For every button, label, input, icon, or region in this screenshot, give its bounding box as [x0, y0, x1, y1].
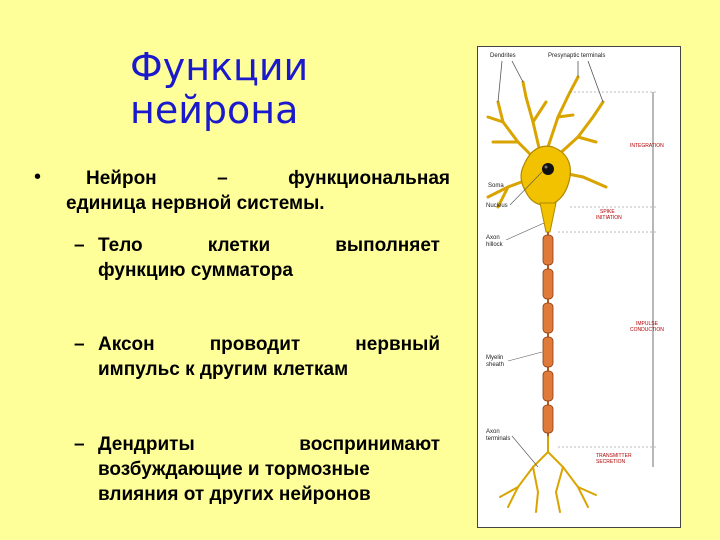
label-dendrites: Dendrites [490, 53, 516, 59]
sub1-line-1: Тело клетки выполняет [98, 235, 440, 256]
sub-dash-2: – [74, 334, 85, 355]
presynaptic-lines [497, 60, 604, 103]
main-line-2: единица нервной системы. [66, 193, 325, 214]
neuron-illustration: Dendrites Presynaptic terminals [486, 53, 664, 513]
axon-terminals-shape [499, 436, 597, 513]
soma-shape [520, 145, 571, 206]
label-axon-terminals-1: Axon [486, 429, 500, 435]
sub-bullet-2: Аксон проводит нервный импульс к другим … [98, 332, 440, 382]
label-transmitter-1: TRANSMITTER [596, 453, 632, 459]
label-nucleus: Nucleus [486, 203, 508, 209]
label-impulse-2: CONDUCTION [630, 327, 664, 333]
title-line-2: нейрона [130, 88, 299, 132]
label-transmitter-2: SECRETION [596, 459, 626, 465]
bullet-marker: • [34, 166, 42, 188]
label-myelin-2: sheath [486, 362, 504, 368]
label-spike-1: SPIKE [600, 209, 615, 215]
sub2-line-2: импульс к другим клеткам [98, 359, 349, 380]
label-axon-hillock-1: Axon [486, 235, 500, 241]
label-axon-hillock-2: hillock [486, 242, 504, 248]
sub3-line-2: возбуждающие и тормозные [98, 459, 370, 480]
title-line-1: Функции [130, 45, 309, 89]
label-spike-2: INITIATION [596, 215, 622, 221]
sub2-line-1: Аксон проводит нервный [98, 334, 441, 355]
main-line-1: Нейрон – функциональная [86, 168, 450, 189]
label-soma: Soma [488, 183, 504, 189]
sub3-line-3: влияния от других нейронов [98, 484, 371, 505]
sub-dash-3: – [74, 434, 85, 455]
guide-lines [558, 91, 658, 448]
nucleus-shape [542, 163, 554, 175]
label-myelin-1: Myelin [486, 355, 503, 361]
sub3-line-1: Дендриты воспринимают [98, 434, 440, 455]
label-integration: INTEGRATION [630, 143, 664, 149]
myelin-sheath-shape [542, 234, 554, 434]
main-bullet-text: Нейрон – функциональная единица нервной … [66, 166, 450, 216]
label-presynaptic: Presynaptic terminals [548, 53, 605, 59]
sub1-line-2: функцию сумматора [98, 260, 293, 281]
sub-dash-1: – [74, 235, 85, 256]
label-impulse-1: IMPULSE [636, 321, 659, 327]
axon-hillock-shape [539, 202, 557, 233]
slide-title: Функции нейрона [130, 46, 308, 132]
sub-bullet-1: Тело клетки выполняет функцию сумматора [98, 233, 440, 283]
label-axon-terminals-2: terminals [486, 436, 510, 442]
neuron-diagram: Dendrites Presynaptic terminals [477, 46, 681, 528]
sub-bullet-3: Дендриты воспринимают возбуждающие и тор… [98, 432, 440, 507]
